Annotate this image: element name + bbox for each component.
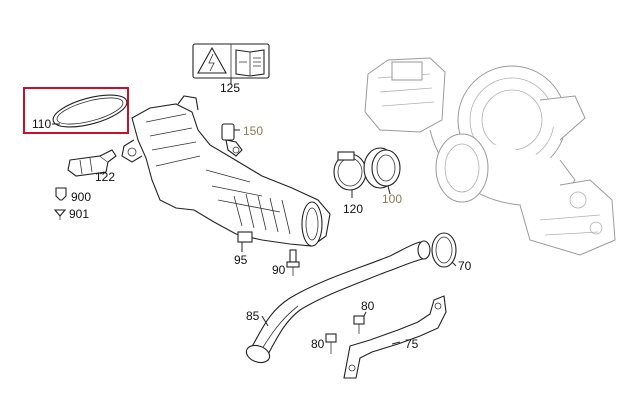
workshop-manual-icon: [235, 49, 265, 77]
charge-pipe-85: [245, 240, 431, 364]
label-122: 122: [95, 170, 115, 184]
label-70: 70: [458, 259, 472, 273]
label-900: 900: [71, 190, 91, 204]
label-120: 120: [343, 202, 363, 216]
label-75: 75: [405, 337, 419, 351]
label-80-lower: 80: [311, 337, 325, 351]
bolt-90: [286, 249, 300, 276]
intake-duct-95: [121, 95, 331, 247]
label-90: 90: [272, 263, 286, 277]
electrical-warning-icon: [197, 46, 227, 74]
clip-900: [55, 187, 67, 201]
warning-label-sticker: [192, 43, 270, 84]
coupling-ring-100: [363, 147, 401, 189]
screw-80-upper: [353, 315, 365, 334]
o-ring-110: [52, 94, 128, 128]
label-125: 125: [220, 81, 240, 95]
turbocharger-ghost: [364, 57, 616, 256]
connector-122: [67, 149, 117, 177]
screw-80-lower: [325, 333, 337, 354]
bracket-75: [343, 295, 447, 379]
label-80-upper: 80: [361, 299, 375, 313]
hose-clamp-120: [333, 151, 367, 191]
seal-ring-70: [431, 232, 457, 268]
label-95: 95: [234, 253, 248, 267]
label-150: 150: [243, 124, 263, 138]
label-110: 110: [32, 117, 51, 131]
pin-901: [53, 209, 67, 220]
label-85: 85: [246, 309, 260, 323]
label-901: 901: [69, 207, 89, 221]
highlight-box: [23, 87, 129, 134]
label-100: 100: [382, 192, 402, 206]
sensor-150: [221, 123, 243, 157]
